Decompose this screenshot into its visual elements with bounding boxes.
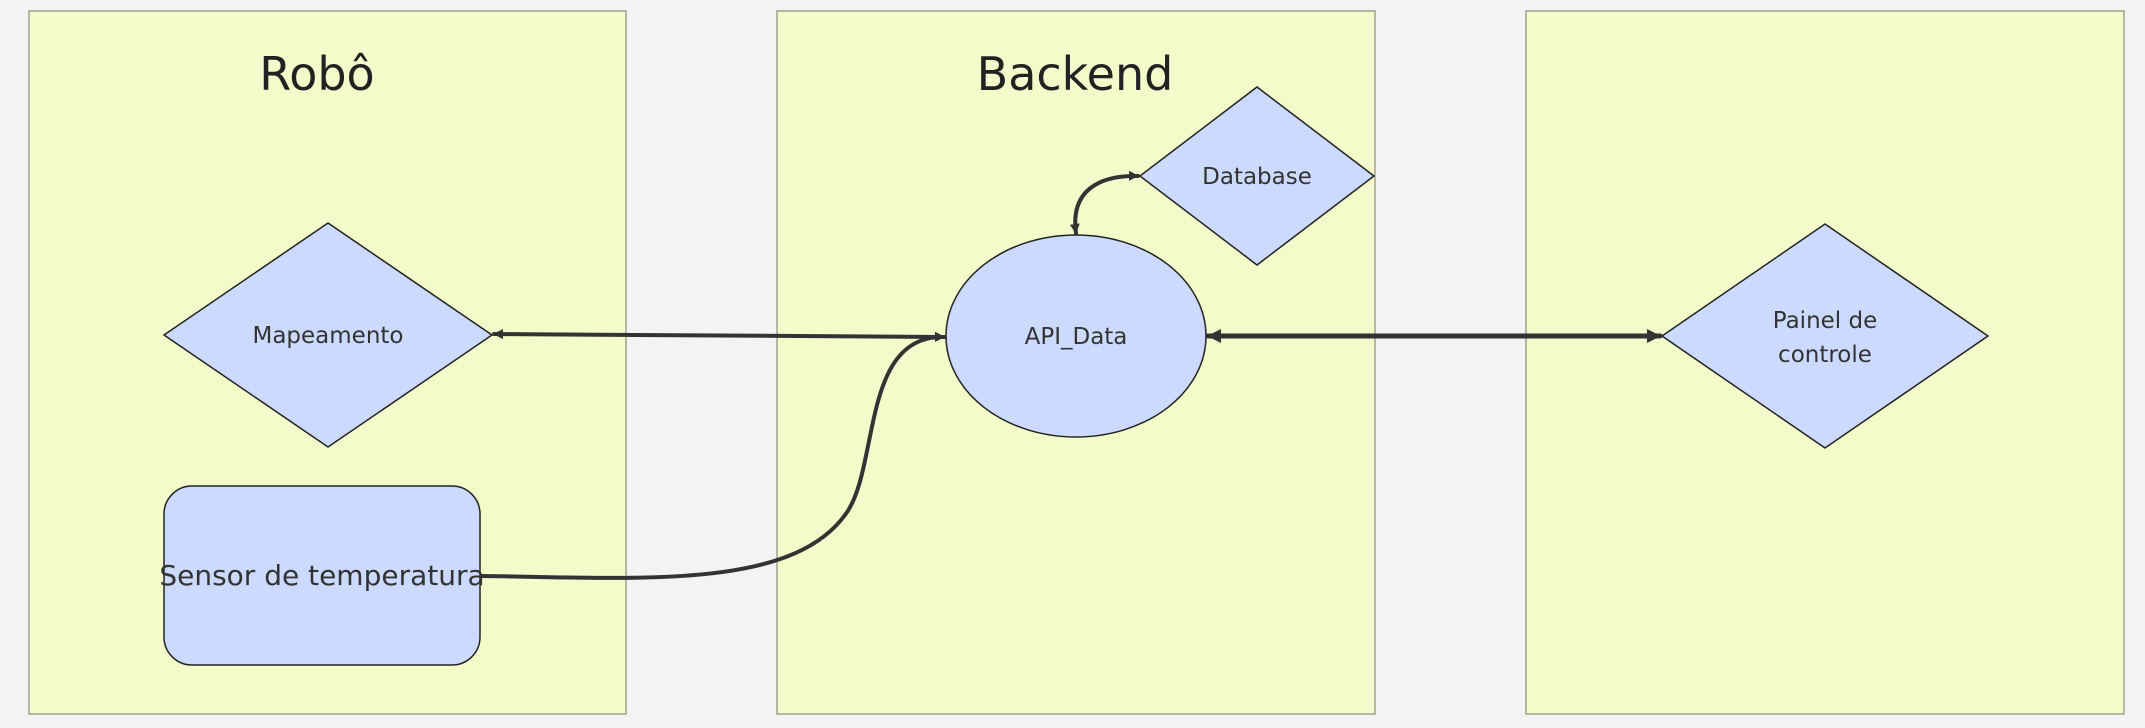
node-api[interactable]: API_Data (945, 234, 1207, 438)
sensor-label: Sensor de temperatura (159, 559, 484, 592)
api-ellipse (945, 234, 1207, 438)
lane-backend-title: Backend (977, 47, 1174, 101)
edge-sensor-api[interactable] (480, 331, 946, 580)
node-mapeamento[interactable]: Mapeamento (162, 222, 494, 448)
lane-robot-title: Robô (259, 47, 374, 101)
database-label: Database (1202, 164, 1312, 190)
mapeamento-diamond (162, 222, 494, 448)
api-label: API_Data (1025, 324, 1128, 350)
node-painel[interactable]: Painel de controle (1660, 223, 1990, 449)
node-sensor[interactable]: Sensor de temperatura (159, 485, 485, 666)
sensor-rounded-rect (163, 485, 481, 666)
painel-label-line1: Painel de (1773, 308, 1878, 334)
painel-diamond (1660, 223, 1990, 449)
node-database[interactable]: Database (1138, 86, 1376, 266)
painel-label-line2: controle (1778, 342, 1872, 368)
mapeamento-label: Mapeamento (252, 323, 403, 349)
database-diamond (1138, 86, 1376, 266)
edge-api-database[interactable] (1069, 170, 1140, 235)
edge-mapeamento-api[interactable] (492, 329, 946, 342)
